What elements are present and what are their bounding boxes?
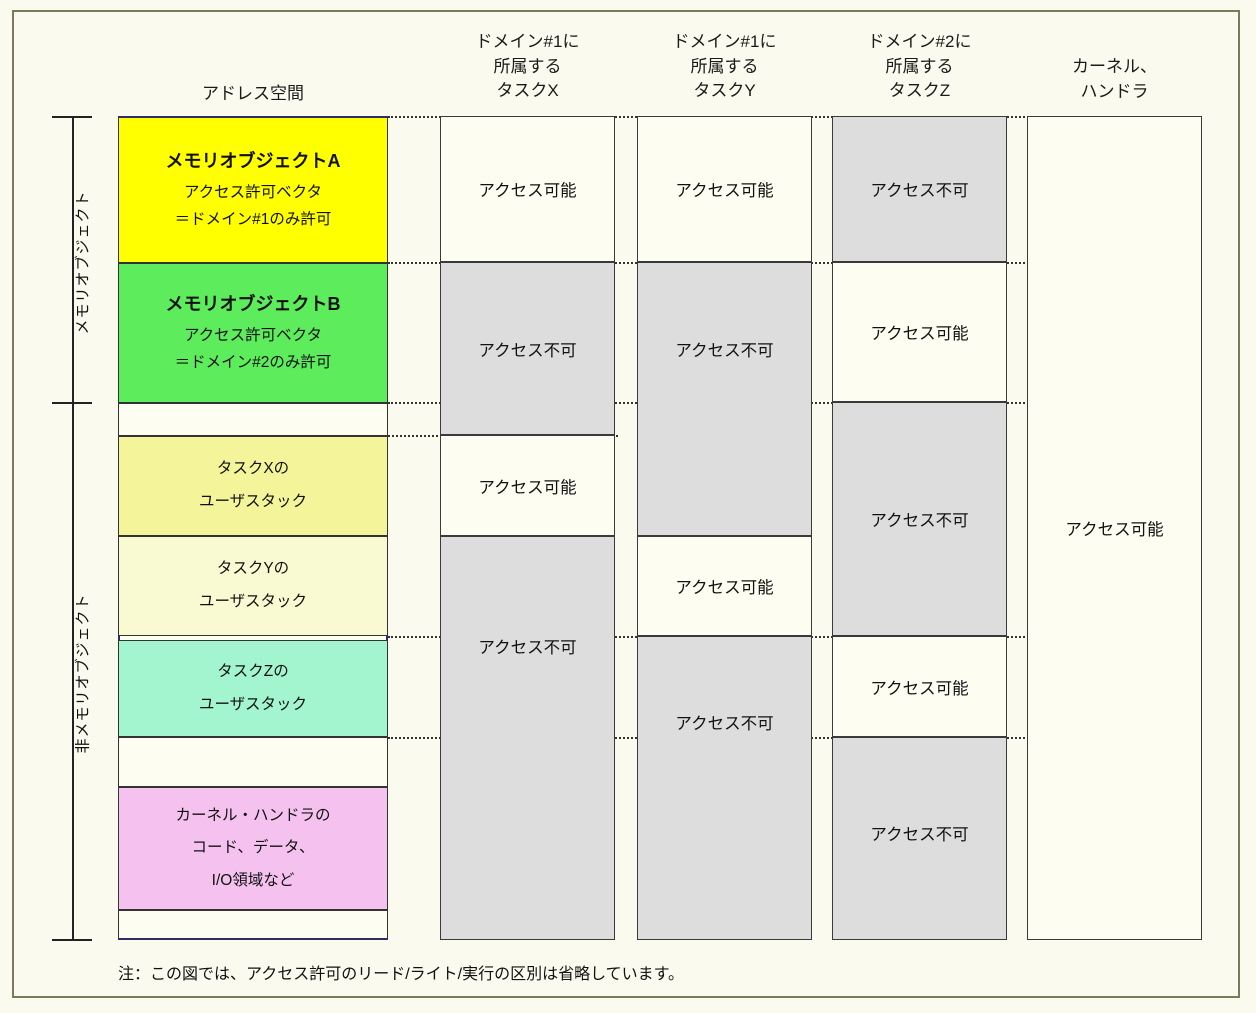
address-block-kernel-handler-area: カーネル・ハンドラの コード、データ、 I/O領域など [118,787,388,910]
task-x-cell-4-label: アクセス不可 [478,639,577,657]
task-y-cell-3[interactable]: アクセス可能 [637,536,812,636]
task-x-cell-2[interactable]: アクセス不可 [440,262,615,435]
memory-object-a-line1: アクセス許可ベクタ [183,184,323,202]
task-x-cell-4[interactable]: アクセス不可 [440,536,615,940]
task-z-cell-4[interactable]: アクセス可能 [832,636,1007,737]
memory-object-b-line2: ＝ドメイン#2のみ許可 [174,353,332,371]
address-block-memory-object-b: メモリオブジェクトB アクセス許可ベクタ ＝ドメイン#2のみ許可 [118,263,388,403]
task-y-cell-4-label: アクセス不可 [675,715,774,733]
header-task-z: ドメイン#2に 所属する タスクZ [867,32,972,101]
task-y-stack-line2: ユーザスタック [198,593,308,610]
kernel-area-line3: I/O領域など [211,871,295,889]
task-y-cell-2[interactable]: アクセス不可 [637,262,812,536]
header-task-y: ドメイン#1に 所属する タスクY [672,32,777,101]
task-z-stack-line1: タスクZの [217,662,289,680]
address-gap-1 [118,403,388,436]
bracket-memory-stem [72,116,74,402]
bracket-nonmemory-stem [72,402,74,940]
task-z-cell-1[interactable]: アクセス不可 [832,116,1007,262]
side-label-memory-object: メモリオブジェクト [74,190,92,335]
task-x-stack-line1: タスクXの [216,460,290,478]
task-x-stack-line2: ユーザスタック [198,493,308,510]
side-label-non-memory-object: 非メモリオブジェクト [74,593,92,754]
task-y-cell-2-label: アクセス不可 [675,342,774,360]
address-block-memory-object-a: メモリオブジェクトA アクセス許可ベクタ ＝ドメイン#1のみ許可 [118,117,388,263]
header-task-x: ドメイン#1に 所属する タスクX [475,32,580,101]
task-y-cell-1[interactable]: アクセス可能 [637,116,812,262]
header-kernel: カーネル、 ハンドラ [1072,57,1157,101]
bracket-nonmemory-bottom [52,939,92,941]
address-gap-2 [118,737,388,787]
memory-object-a-line2: ＝ドメイン#1のみ許可 [174,210,332,228]
address-gap-3 [118,910,388,939]
memory-object-b-line1: アクセス許可ベクタ [183,327,323,345]
task-z-cell-3[interactable]: アクセス不可 [832,402,1007,636]
kernel-area-line2: コード、データ、 [191,839,315,857]
address-block-task-y-user-stack: タスクYの ユーザスタック [118,536,388,636]
task-x-cell-1[interactable]: アクセス可能 [440,116,615,262]
address-block-task-x-user-stack: タスクXの ユーザスタック [118,436,388,536]
address-block-task-z-user-stack: タスクZの ユーザスタック [118,640,388,737]
memory-object-a-title: メモリオブジェクトA [165,151,341,172]
kernel-cell-1[interactable]: アクセス可能 [1027,116,1202,940]
kernel-area-line1: カーネル・ハンドラの [175,806,331,824]
task-z-cell-5-label: アクセス不可 [870,825,969,844]
memory-object-b-title: メモリオブジェクトB [165,294,341,315]
task-z-cell-5[interactable]: アクセス不可 [832,737,1007,940]
task-z-stack-line2: ユーザスタック [198,695,308,713]
task-z-cell-2[interactable]: アクセス可能 [832,262,1007,402]
header-address-space: アドレス空間 [202,84,304,103]
task-x-cell-3[interactable]: アクセス可能 [440,435,615,536]
task-y-cell-4[interactable]: アクセス不可 [637,636,812,940]
task-y-stack-line1: タスクYの [216,560,290,578]
footnote: 注：この図では、アクセス許可のリード/ライト/実行の区別は省略しています。 [118,966,685,983]
